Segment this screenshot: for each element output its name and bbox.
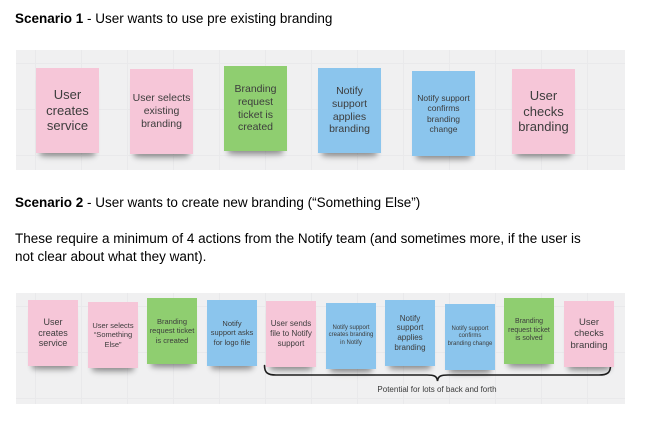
sticky-note-scenario2-2: User selects “Something Else” <box>88 302 138 368</box>
brace-label: Potential for lots of back and forth <box>377 385 497 394</box>
sticky-note-scenario2-8: Notify support confirms branding change <box>445 304 495 370</box>
scenario1-board-image: User creates service User selects existin… <box>16 50 625 170</box>
sticky-note-scenario1-6: User checks branding <box>512 69 575 154</box>
scenario2-paragraph: These require a minimum of 4 actions fro… <box>15 231 581 264</box>
scenario1-heading-bold: Scenario 1 <box>15 11 84 26</box>
scenario2-heading-text: - User wants to create new branding (“So… <box>83 195 421 210</box>
scenario2-board-image: Potential for lots of back and forth Use… <box>16 293 625 404</box>
sticky-note-scenario2-5: User sends file to Notify support <box>266 301 316 367</box>
scenario1-heading: Scenario 1 - User wants to use pre exist… <box>15 11 332 27</box>
brace-annotation <box>263 364 612 382</box>
sticky-note-scenario2-3: Branding request ticket is created <box>147 298 197 364</box>
scenario2-heading: Scenario 2 - User wants to create new br… <box>15 195 420 211</box>
scenario1-heading-text: - User wants to use pre existing brandin… <box>83 11 333 26</box>
sticky-note-scenario1-3: Branding request ticket is created <box>224 66 287 151</box>
sticky-note-scenario2-6: Notify support creates branding in Notif… <box>326 303 376 369</box>
scenario2-heading-bold: Scenario 2 <box>15 195 84 210</box>
sticky-note-scenario1-4: Notify support applies branding <box>318 68 381 153</box>
sticky-note-scenario2-4: Notify support asks for logo file <box>207 300 257 366</box>
sticky-note-scenario2-7: Notify support applies branding <box>385 300 435 366</box>
sticky-note-scenario1-2: User selects existing branding <box>130 69 193 154</box>
sticky-note-scenario2-9: Branding request ticket is solved <box>504 298 554 364</box>
sticky-note-scenario2-1: User creates service <box>28 300 78 366</box>
sticky-note-scenario1-5: Notify support confirms branding change <box>412 71 475 156</box>
sticky-note-scenario2-10: User checks branding <box>564 301 614 367</box>
sticky-note-scenario1-1: User creates service <box>36 68 99 153</box>
